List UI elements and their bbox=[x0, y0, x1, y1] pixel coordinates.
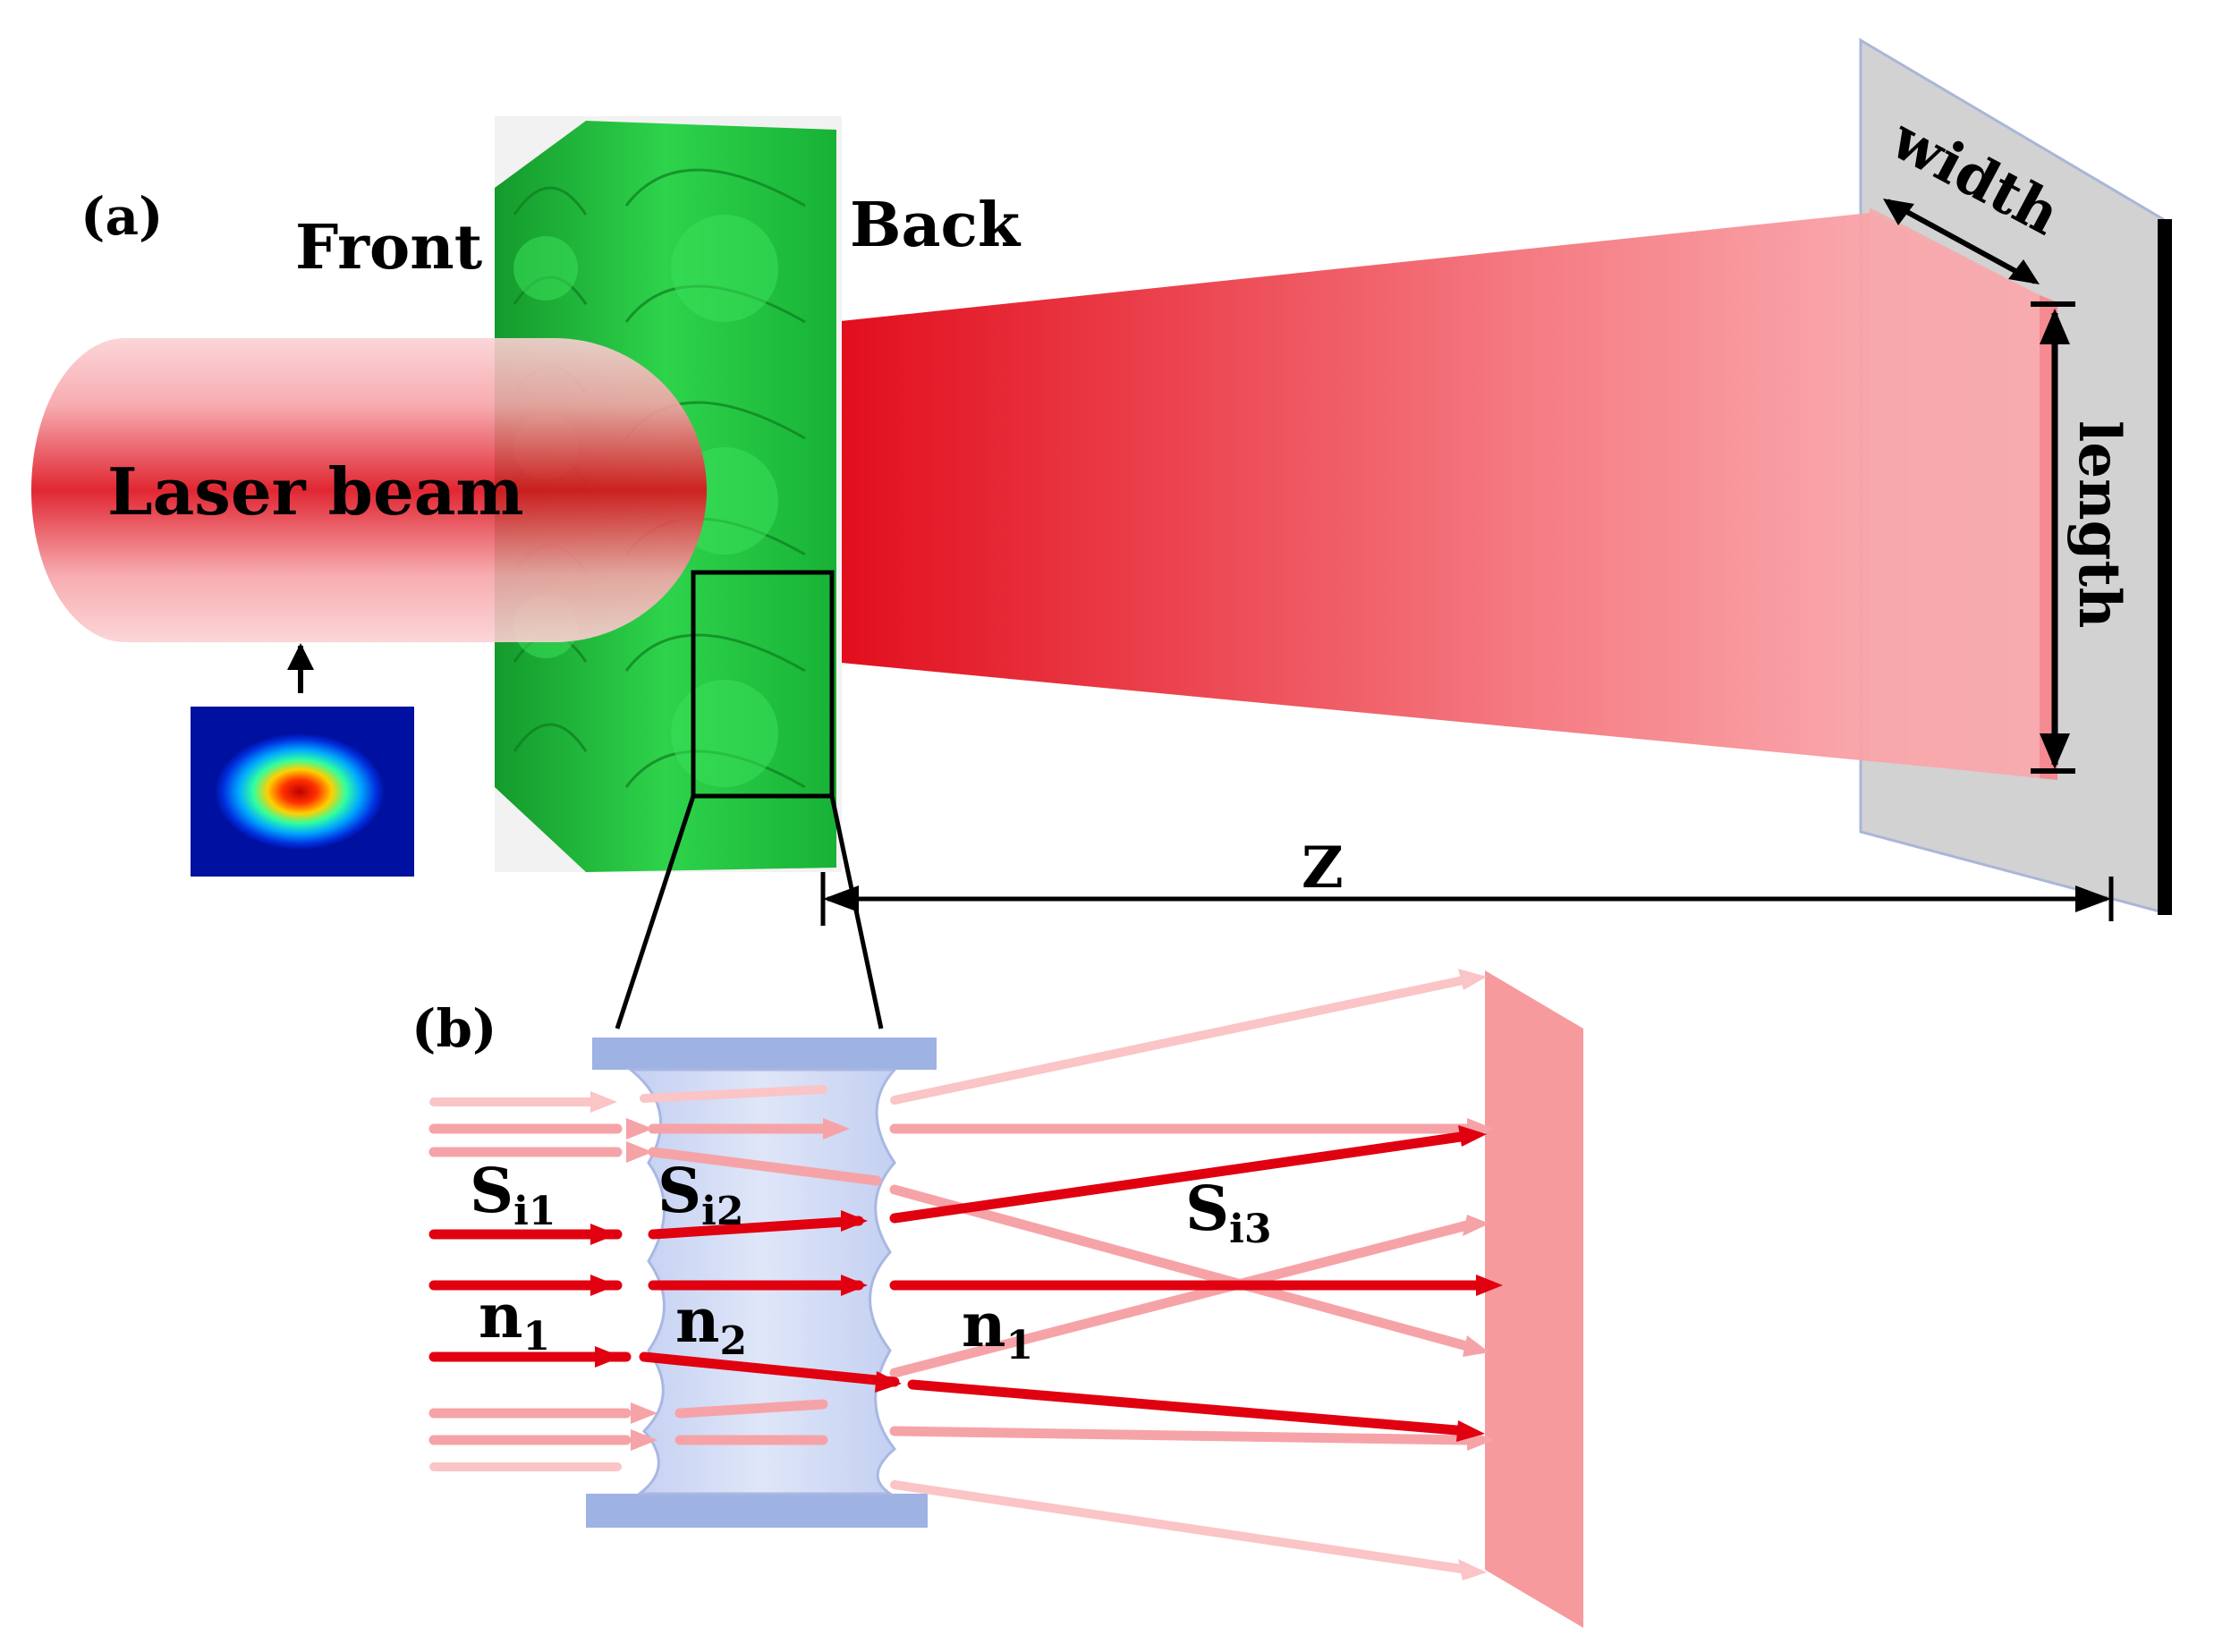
surface-3-label: Si3 bbox=[1185, 1173, 1271, 1252]
distance-label: Z bbox=[1302, 834, 1344, 902]
length-label: length bbox=[2066, 420, 2133, 628]
laser-beam-cylinder bbox=[31, 338, 707, 642]
index-n2-label: n2 bbox=[675, 1285, 747, 1364]
zoom-region-box bbox=[691, 570, 835, 799]
index-n1-left-label: n1 bbox=[479, 1281, 550, 1360]
surface-1-label: Si1 bbox=[470, 1156, 556, 1234]
illuminated-patch bbox=[1870, 208, 2040, 778]
refracted-rays bbox=[428, 969, 1503, 1580]
propagation-distance-arrow bbox=[820, 872, 2114, 926]
gaussian-profile-inset bbox=[191, 643, 414, 877]
diverging-beam bbox=[832, 213, 2049, 778]
panel-b-tag: (b) bbox=[411, 998, 496, 1059]
target-plane bbox=[1485, 970, 1583, 1628]
surface-2-label: Si2 bbox=[657, 1156, 743, 1234]
front-label: Front bbox=[295, 212, 483, 284]
laser-beam-label: Laser beam bbox=[107, 453, 524, 529]
panel-a-tag: (a) bbox=[81, 186, 163, 247]
index-n1-right-label: n1 bbox=[962, 1290, 1033, 1368]
width-arrow bbox=[1886, 199, 2037, 284]
back-label: Back bbox=[850, 190, 1022, 261]
